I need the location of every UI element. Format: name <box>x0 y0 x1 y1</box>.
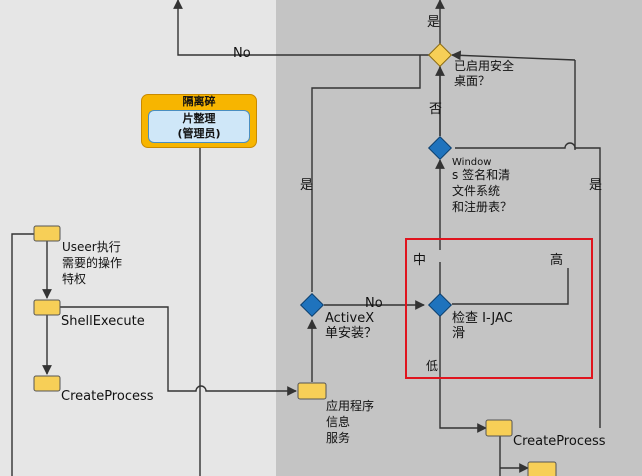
label-app-info-1: 应用程序 <box>326 399 375 413</box>
label-window-sig-4: 和注册表？ <box>452 200 513 214</box>
connector-high <box>452 268 569 305</box>
label-create-process-right: CreateProcess <box>513 434 606 449</box>
node-user-op <box>33 225 61 242</box>
label-user-op-3: 特权 <box>62 272 87 286</box>
node-create-process-right <box>485 419 513 437</box>
label-activex-1: ActiveX <box>325 311 375 326</box>
label-window-sig-3: 文件系统 <box>452 184 501 198</box>
defrag-inner: 片整理 (管理员) <box>148 110 250 143</box>
connector-right-top-arrow <box>451 50 576 61</box>
label-create-process-left: CreateProcess <box>61 389 154 404</box>
label-user-op-1: Useer执行 <box>62 240 121 254</box>
label-low: 低 <box>426 359 439 373</box>
label-shell-execute: ShellExecute <box>61 314 145 329</box>
highlight-box <box>405 238 593 379</box>
diamond-activex <box>299 292 325 318</box>
defrag-admin-box: 隔离碎 片整理 (管理员) <box>141 94 257 148</box>
connector-yes-left <box>311 55 421 292</box>
defrag-title: 隔离碎 <box>182 95 216 108</box>
label-activex-2: 单安装？ <box>325 326 378 341</box>
defrag-line2: (管理员) <box>177 127 221 140</box>
diamond-uac-check <box>427 292 453 318</box>
label-no-top: No <box>233 46 251 61</box>
label-secure-desktop-1: 已启用安全 <box>454 59 515 73</box>
label-secure-desktop-2: 桌面？ <box>454 74 491 88</box>
label-window-sig-2: s 签名和清 <box>452 168 511 182</box>
label-yes-top: 是 <box>427 15 441 30</box>
label-window-sig-1: Window <box>452 157 492 168</box>
label-high: 高 <box>550 253 564 268</box>
label-medium: 中 <box>413 253 427 268</box>
label-no-activex: No <box>365 296 383 311</box>
label-no-mid: 否 <box>429 102 443 117</box>
label-yes-right: 是 <box>589 178 603 193</box>
node-next <box>527 461 557 476</box>
diamond-window-signature <box>427 135 453 161</box>
diamond-secure-desktop <box>427 42 453 68</box>
label-app-info-3: 服务 <box>326 431 351 445</box>
defrag-line1: 片整理 <box>182 112 216 125</box>
node-shell-execute <box>33 299 61 316</box>
label-uac-check-2: 滑 <box>452 326 466 341</box>
connector-low <box>439 316 487 433</box>
label-yes-left: 是 <box>300 178 314 193</box>
connector-left-edge <box>11 233 34 476</box>
connector-no-top <box>173 0 435 56</box>
label-app-info-2: 信息 <box>326 415 351 429</box>
label-uac-check-1: 检查 I-JAC <box>452 311 513 326</box>
label-user-op-2: 需要的操作 <box>62 256 123 270</box>
node-create-process-left <box>33 375 61 392</box>
node-app-info <box>297 382 327 400</box>
